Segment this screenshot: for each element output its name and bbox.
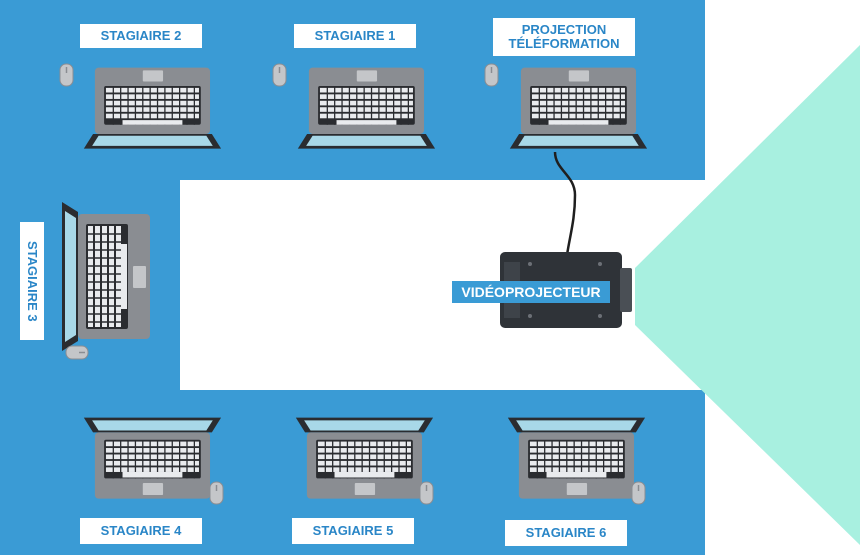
label-stagiaire-6: STAGIAIRE 6	[505, 520, 627, 546]
laptop-icon-stagiaire-1	[297, 66, 436, 150]
label-stagiaire-2: STAGIAIRE 2	[80, 24, 202, 48]
projector-label: VIDÉOPROJECTEUR	[452, 281, 610, 303]
mouse-icon	[209, 481, 224, 505]
mouse-icon	[59, 63, 74, 87]
label-stagiaire-3-text: STAGIAIRE 3	[25, 240, 40, 322]
hdmi-cable	[553, 151, 577, 256]
label-projection-teleformation: PROJECTION TÉLÉFORMATION	[493, 18, 635, 56]
laptop-icon-stagiaire-3	[61, 201, 151, 352]
laptop-icon-stagiaire-4	[83, 416, 222, 500]
label-stagiaire-4: STAGIAIRE 4	[80, 518, 202, 544]
laptop-icon-stagiaire-2	[83, 66, 222, 150]
projection-line-1: PROJECTION	[521, 22, 607, 37]
label-stagiaire-1: STAGIAIRE 1	[294, 24, 416, 48]
label-stagiaire-3: STAGIAIRE 3	[20, 222, 44, 340]
projection-line-2: TÉLÉFORMATION	[508, 36, 620, 51]
projection-beam	[635, 45, 860, 545]
label-stagiaire-5: STAGIAIRE 5	[292, 518, 414, 544]
mouse-icon	[631, 481, 646, 505]
mouse-icon	[419, 481, 434, 505]
laptop-icon-stagiaire-6	[507, 416, 646, 500]
mouse-icon	[272, 63, 287, 87]
mouse-icon	[65, 345, 89, 360]
mouse-icon	[484, 63, 499, 87]
laptop-icon-stagiaire-5	[295, 416, 434, 500]
laptop-icon-projection	[509, 66, 648, 150]
